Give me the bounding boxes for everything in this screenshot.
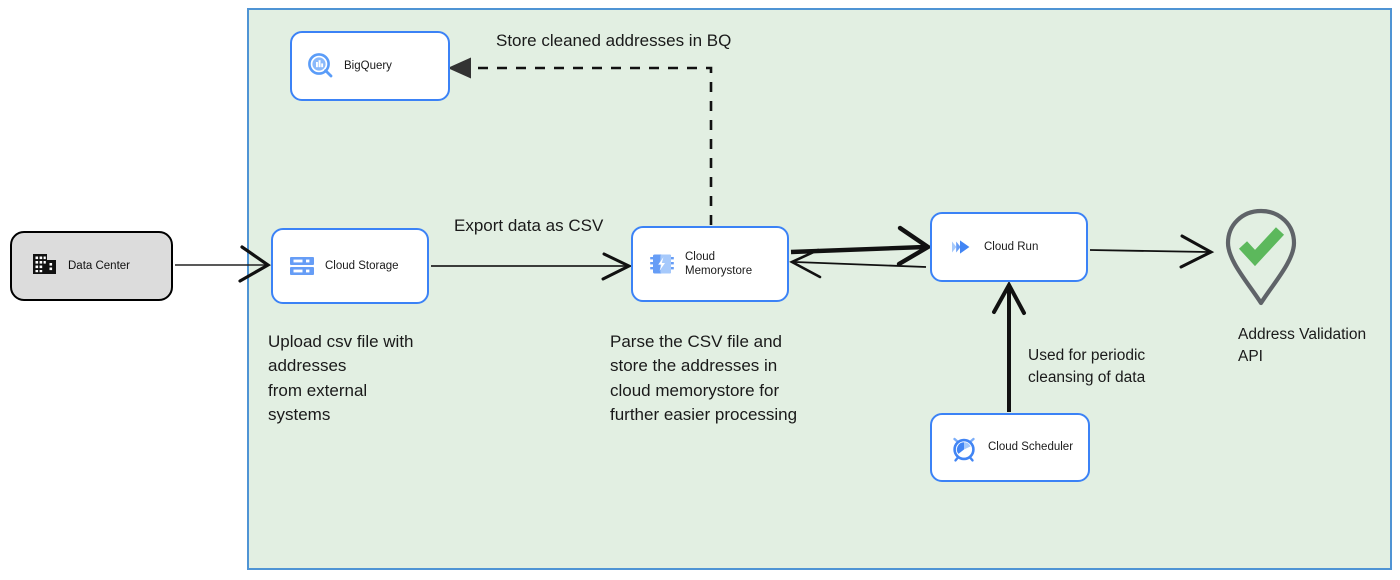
node-label: Data Center bbox=[68, 260, 131, 272]
cloud-storage-icon bbox=[287, 251, 317, 281]
address-api-label: Address Validation API bbox=[1238, 326, 1367, 366]
cloud-boundary-zone bbox=[247, 8, 1392, 570]
cloud-run-icon bbox=[946, 232, 976, 262]
bigquery-icon bbox=[306, 51, 336, 81]
node-cloud-scheduler[interactable]: Cloud Scheduler bbox=[930, 413, 1090, 482]
node-cloud-storage[interactable]: Cloud Storage bbox=[271, 228, 429, 304]
node-label: Cloud Storage bbox=[325, 259, 399, 272]
node-label: Cloud Run bbox=[984, 240, 1039, 253]
annotation-periodic-cleansing: Used for periodic cleansing of data bbox=[1028, 347, 1146, 387]
building-icon bbox=[30, 250, 58, 283]
memorystore-icon bbox=[647, 249, 677, 279]
edge-label-export-csv: Export data as CSV bbox=[454, 216, 604, 235]
node-label: Cloud Memorystore bbox=[685, 250, 753, 277]
node-cloud-run[interactable]: Cloud Run bbox=[930, 212, 1088, 282]
edge-label-store-bq: Store cleaned addresses in BQ bbox=[496, 31, 732, 50]
node-data-center[interactable]: Data Center bbox=[10, 231, 173, 301]
map-pin-check-icon bbox=[1222, 208, 1300, 314]
cloud-scheduler-icon bbox=[948, 432, 980, 464]
annotation-parse: Parse the CSV file and store the address… bbox=[610, 332, 798, 424]
node-label: Cloud Scheduler bbox=[988, 441, 1074, 454]
annotation-upload: Upload csv file with addresses from exte… bbox=[268, 332, 414, 424]
node-cloud-memorystore[interactable]: Cloud Memorystore bbox=[631, 226, 789, 302]
node-bigquery[interactable]: BigQuery bbox=[290, 31, 450, 101]
node-label: BigQuery bbox=[344, 59, 392, 72]
node-address-validation-api[interactable] bbox=[1222, 206, 1300, 315]
